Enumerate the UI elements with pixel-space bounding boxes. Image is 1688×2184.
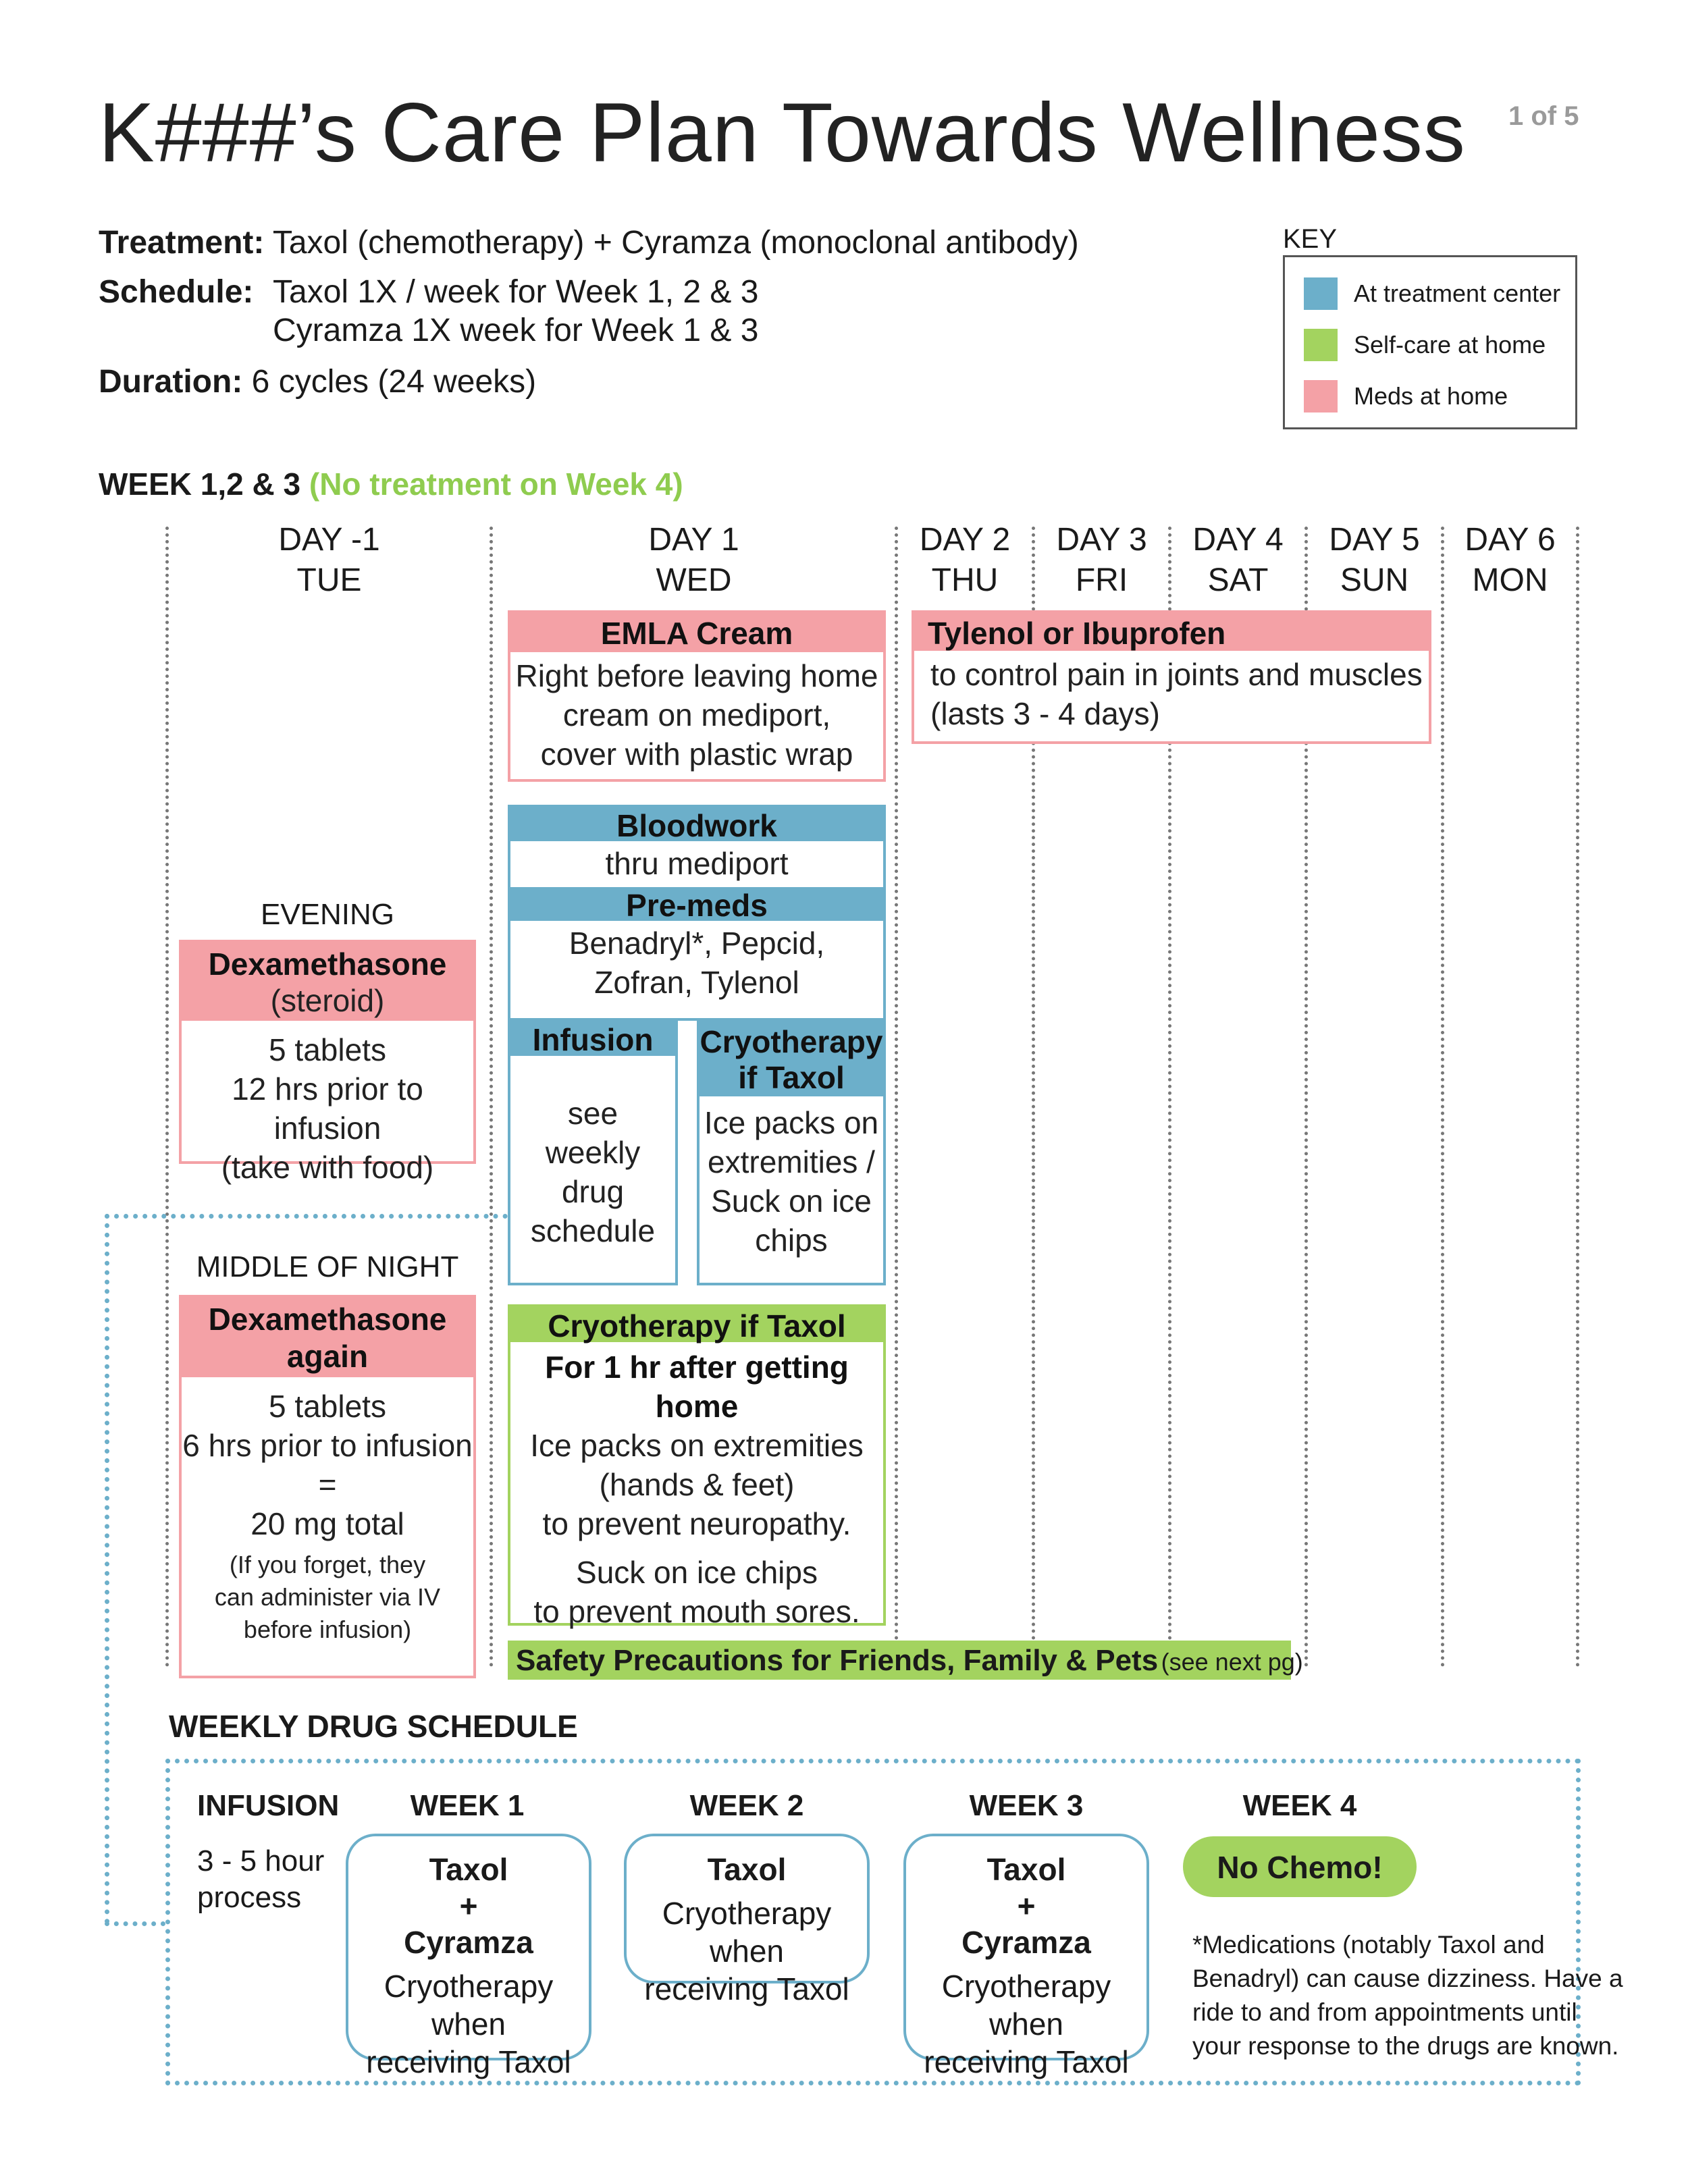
duration-row: Duration: 6 cycles (24 weeks) — [99, 363, 536, 400]
card-body: 5 tablets 6 hrs prior to infusion = 20 m… — [182, 1389, 473, 1643]
pink-swatch — [1304, 380, 1338, 412]
card-body: For 1 hr after getting home Ice packs on… — [530, 1350, 864, 1629]
dexamethasone-evening-card: Dexamethasone (steroid) 5 tablets 12 hrs… — [179, 940, 476, 1185]
week-heading: WEEK 1,2 & 3 (No treatment on Week 4) — [99, 466, 683, 502]
home-cryotherapy-card: Cryotherapy if Taxol For 1 hr after gett… — [508, 1304, 886, 1629]
week-2-card: Taxol Cryotherapy when receiving Taxol — [624, 1834, 870, 2006]
week-1-card: Taxol + Cyramza Cryotherapy when receivi… — [346, 1834, 591, 2079]
premeds-body: Benadryl*, Pepcid, Zofran, Tylenol — [569, 926, 825, 1000]
connector-line — [105, 1214, 109, 1924]
treatment-row: Treatment: Taxol (chemotherapy) + Cyramz… — [99, 224, 1079, 261]
safety-main: Safety Precautions for Friends, Family &… — [516, 1644, 1159, 1677]
weekly-schedule-heading: WEEKLY DRUG SCHEDULE — [169, 1709, 578, 1744]
day-divider — [1168, 527, 1171, 1668]
card-body: Right before leaving home cream on medip… — [515, 658, 878, 772]
week-4-title: WEEK 4 — [1242, 1789, 1357, 1822]
day-divider — [1576, 527, 1579, 1668]
week-heading-main: WEEK 1,2 & 3 — [99, 467, 301, 502]
emla-cream-card: EMLA Cream Right before leaving home cre… — [508, 610, 886, 782]
card-header: Infusion — [510, 1021, 675, 1057]
pain-relief-card: Tylenol or Ibuprofen to control pain in … — [912, 610, 1431, 744]
card-body: 5 tablets 12 hrs prior to infusion (take… — [221, 1032, 434, 1185]
premeds-header: Pre-meds — [510, 887, 883, 923]
infusion-duration: 3 - 5 hour process — [197, 1844, 325, 1914]
key-item-label: Self-care at home — [1354, 331, 1546, 358]
schedule-border — [1576, 1759, 1581, 2085]
week-3-card: Taxol + Cyramza Cryotherapy when receivi… — [903, 1834, 1149, 2079]
week-3-title: WEEK 3 — [969, 1789, 1084, 1822]
bloodwork-header: Bloodwork — [510, 807, 883, 843]
middle-of-night-label: MIDDLE OF NIGHT — [196, 1250, 459, 1283]
bloodwork-body: thru mediport — [605, 846, 789, 881]
card-header: Cryotherapy if Taxol — [510, 1307, 883, 1343]
card-header: Dexamethasone again — [182, 1298, 473, 1377]
safety-precautions-bar: Safety Precautions for Friends, Family &… — [508, 1641, 1303, 1680]
card-body: Ice packs on extremities / Suck on ice c… — [704, 1105, 879, 1258]
card-header: Cryotherapy if Taxol — [700, 1021, 883, 1096]
duration-value: 6 cycles (24 weeks) — [251, 364, 537, 400]
card-body: see weekly drug schedule — [530, 1096, 656, 1248]
day-divider — [1032, 527, 1035, 1668]
dexamethasone-night-card: Dexamethasone again 5 tablets 6 hrs prio… — [179, 1295, 476, 1678]
schedule-border — [165, 1759, 170, 2085]
color-key: At treatment center Self-care at home Me… — [1283, 255, 1577, 429]
key-item-treatment-center: At treatment center — [1304, 277, 1560, 310]
blue-swatch — [1304, 277, 1338, 310]
no-chemo-badge: No Chemo! — [1183, 1836, 1417, 1897]
page-number: 1 of 5 — [1508, 101, 1579, 131]
schedule-border — [165, 2081, 1581, 2085]
key-item-label: Meds at home — [1354, 382, 1508, 410]
week-1-title: WEEK 1 — [410, 1789, 525, 1822]
connector-line — [105, 1921, 165, 1926]
day-divider — [490, 527, 493, 1668]
card-header: EMLA Cream — [510, 613, 883, 652]
key-label: KEY — [1283, 224, 1338, 254]
key-item-meds-at-home: Meds at home — [1304, 380, 1508, 412]
day-divider — [1304, 527, 1308, 1668]
bloodwork-premeds-card: Bloodwork thru mediport Pre-meds Benadry… — [508, 805, 886, 1021]
day-divider — [165, 527, 169, 1668]
schedule-border — [165, 1759, 1581, 1763]
card-header: Dexamethasone (steroid) — [182, 942, 473, 1021]
card-header: Tylenol or Ibuprofen — [914, 613, 1429, 651]
day-divider — [895, 527, 898, 1668]
key-item-self-care: Self-care at home — [1304, 329, 1546, 361]
dizziness-footnote: *Medications (notably Taxol and Benadryl… — [1192, 1931, 1623, 2060]
duration-label: Duration: — [99, 364, 243, 400]
schedule-line-2: Cyramza 1X week for Week 1 & 3 — [273, 313, 759, 348]
evening-label: EVENING — [260, 898, 395, 931]
infusion-label: INFUSION — [197, 1789, 340, 1822]
day-divider — [1441, 527, 1444, 1668]
cryotherapy-center-card: Cryotherapy if Taxol Ice packs on extrem… — [697, 1018, 886, 1285]
treatment-value: Taxol (chemotherapy) + Cyramza (monoclon… — [272, 225, 1079, 261]
card-body: to control pain in joints and muscles (l… — [930, 657, 1423, 731]
green-swatch — [1304, 329, 1338, 361]
connector-line — [105, 1214, 508, 1219]
key-item-label: At treatment center — [1354, 279, 1561, 307]
week-2-title: WEEK 2 — [689, 1789, 804, 1822]
page-title: K###’s Care Plan Towards Wellness — [99, 86, 1466, 180]
safety-note: (see next pg) — [1161, 1648, 1303, 1676]
week-heading-note: (No treatment on Week 4) — [309, 467, 683, 502]
infusion-card: Infusion see weekly drug schedule — [508, 1018, 678, 1285]
treatment-label: Treatment: — [99, 225, 265, 261]
schedule-row: Schedule: — [99, 273, 253, 311]
schedule-line-1: Taxol 1X / week for Week 1, 2 & 3 — [273, 274, 759, 310]
schedule-label: Schedule: — [99, 274, 254, 310]
